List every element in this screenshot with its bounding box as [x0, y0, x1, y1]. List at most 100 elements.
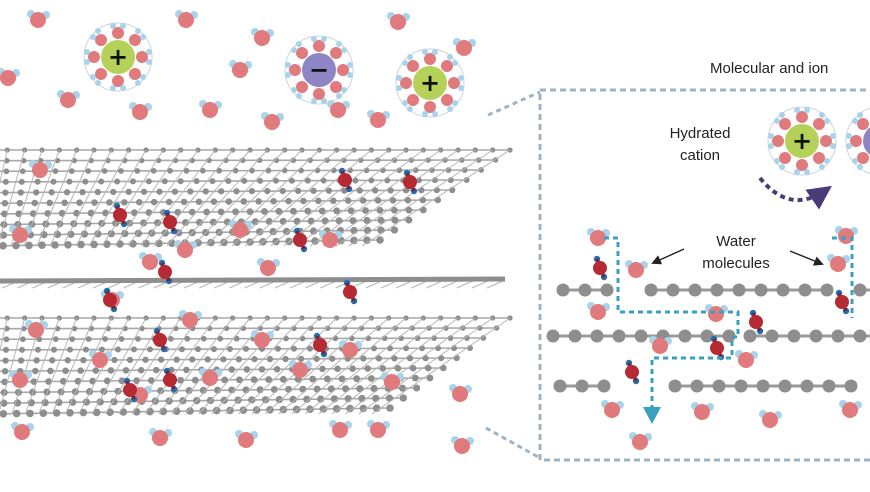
water-molecules-label-line-2: molecules — [702, 255, 770, 272]
carbon-atom — [778, 379, 792, 393]
carbon-atom — [546, 329, 560, 343]
carbon-atom — [809, 329, 823, 343]
top-sheet — [0, 147, 513, 250]
plus-ion-icon: + — [792, 127, 812, 155]
zoom-connector-top — [487, 90, 541, 117]
zoom-inset: Molecular and ion Hydrated cation + Wate… — [538, 60, 870, 462]
water-molecule-icon — [449, 384, 472, 402]
carbon-atom — [734, 379, 748, 393]
water-molecule-icon — [327, 100, 350, 118]
water-molecule-icon — [0, 68, 20, 86]
carbon-atom — [568, 329, 582, 343]
water-molecule-icon — [251, 28, 274, 46]
water-molecule-icon — [705, 304, 728, 322]
water-molecule-icon — [27, 10, 50, 28]
carbon-atom — [820, 283, 834, 297]
carbon-atom — [590, 329, 604, 343]
carbon-atom — [732, 283, 746, 297]
water-molecule-icon — [139, 252, 162, 270]
water-molecule-icon — [175, 10, 198, 28]
water-molecule-icon — [835, 226, 858, 244]
carbon-atom — [765, 329, 779, 343]
down-arrow-icon — [643, 407, 661, 424]
carbon-atom — [756, 379, 770, 393]
stacked-sheets-group — [0, 147, 513, 418]
carbon-atom — [712, 379, 726, 393]
carbon-atom — [800, 379, 814, 393]
water-molecule-icon — [367, 110, 390, 128]
carbon-atom — [556, 283, 570, 297]
water-molecule-icon — [827, 254, 850, 272]
water-molecule-icon — [101, 286, 119, 314]
carbon-atom — [776, 283, 790, 297]
carbon-atom — [678, 329, 692, 343]
rotation-arrow-icon — [758, 176, 832, 210]
hydrated-cation-label-line-1: Hydrated — [670, 125, 731, 142]
water-molecule-icon — [11, 422, 34, 440]
water-molecule-icon — [235, 430, 258, 448]
carbon-atom — [634, 329, 648, 343]
carbon-atom — [754, 283, 768, 297]
carbon-atom — [700, 329, 714, 343]
inset-cation: + — [767, 106, 837, 176]
pointer-arrow-right — [789, 250, 824, 266]
water-molecule-icon — [341, 278, 359, 306]
carbon-atom — [644, 283, 658, 297]
carbon-atom — [597, 379, 611, 393]
carbon-atom — [690, 379, 704, 393]
water-molecule-icon — [329, 420, 352, 438]
carbon-atom — [722, 329, 736, 343]
inset-anion-partial — [845, 106, 870, 176]
carbon-atom — [822, 379, 836, 393]
water-molecule-icon — [89, 350, 112, 368]
plus-ion-icon: + — [420, 69, 440, 97]
water-molecule-icon — [629, 432, 652, 450]
carbon-atom — [853, 283, 867, 297]
hydrated-cation-label-line-2: cation — [680, 147, 720, 164]
anion-ion: − — [284, 35, 354, 105]
water-molecule-icon — [261, 112, 284, 130]
water-molecule-icon — [451, 436, 474, 454]
carbon-atom — [844, 379, 858, 393]
cation-ion-2: + — [395, 48, 465, 118]
water-molecule-icon — [623, 358, 641, 386]
water-molecule-icon — [367, 420, 390, 438]
carbon-atom — [798, 283, 812, 297]
water-molecule-icon — [691, 402, 714, 420]
water-molecule-icon — [9, 370, 32, 388]
water-molecule-icon — [257, 258, 280, 276]
pointer-arrow-left — [651, 248, 685, 265]
water-molecule-icon — [601, 400, 624, 418]
water-molecule-icon — [387, 12, 410, 30]
water-molecule-icon — [591, 254, 609, 282]
water-path-right — [832, 236, 854, 318]
water-molecule-icon — [625, 260, 648, 278]
carbon-atom — [612, 329, 626, 343]
carbon-atom — [787, 329, 801, 343]
zoom-connector-bottom — [485, 426, 541, 460]
carbon-atom — [600, 283, 614, 297]
inset-frame — [538, 88, 870, 462]
water-molecule-icon — [29, 160, 52, 178]
minus-ion-icon: − — [309, 56, 329, 84]
water-molecule-icon — [149, 428, 172, 446]
water-molecule-icon — [759, 410, 782, 428]
water-molecule-icon — [649, 336, 672, 354]
carbon-atom — [578, 283, 592, 297]
water-molecule-icon — [129, 102, 152, 120]
water-molecules-label-line-1: Water — [716, 233, 755, 250]
water-molecule-icon — [311, 331, 329, 359]
inset-title: Molecular and ion — [710, 60, 828, 77]
water-molecule-icon — [199, 368, 222, 386]
carbon-atom — [668, 379, 682, 393]
water-molecule-icon — [229, 60, 252, 78]
carbon-atom — [743, 329, 757, 343]
bottom-sheet — [0, 315, 513, 418]
carbon-atom — [688, 283, 702, 297]
cation-ion-1: + — [83, 22, 153, 92]
carbon-atom — [666, 283, 680, 297]
water-molecule-icon — [735, 350, 758, 368]
water-molecule-icon — [833, 288, 851, 316]
carbon-atom — [575, 379, 589, 393]
